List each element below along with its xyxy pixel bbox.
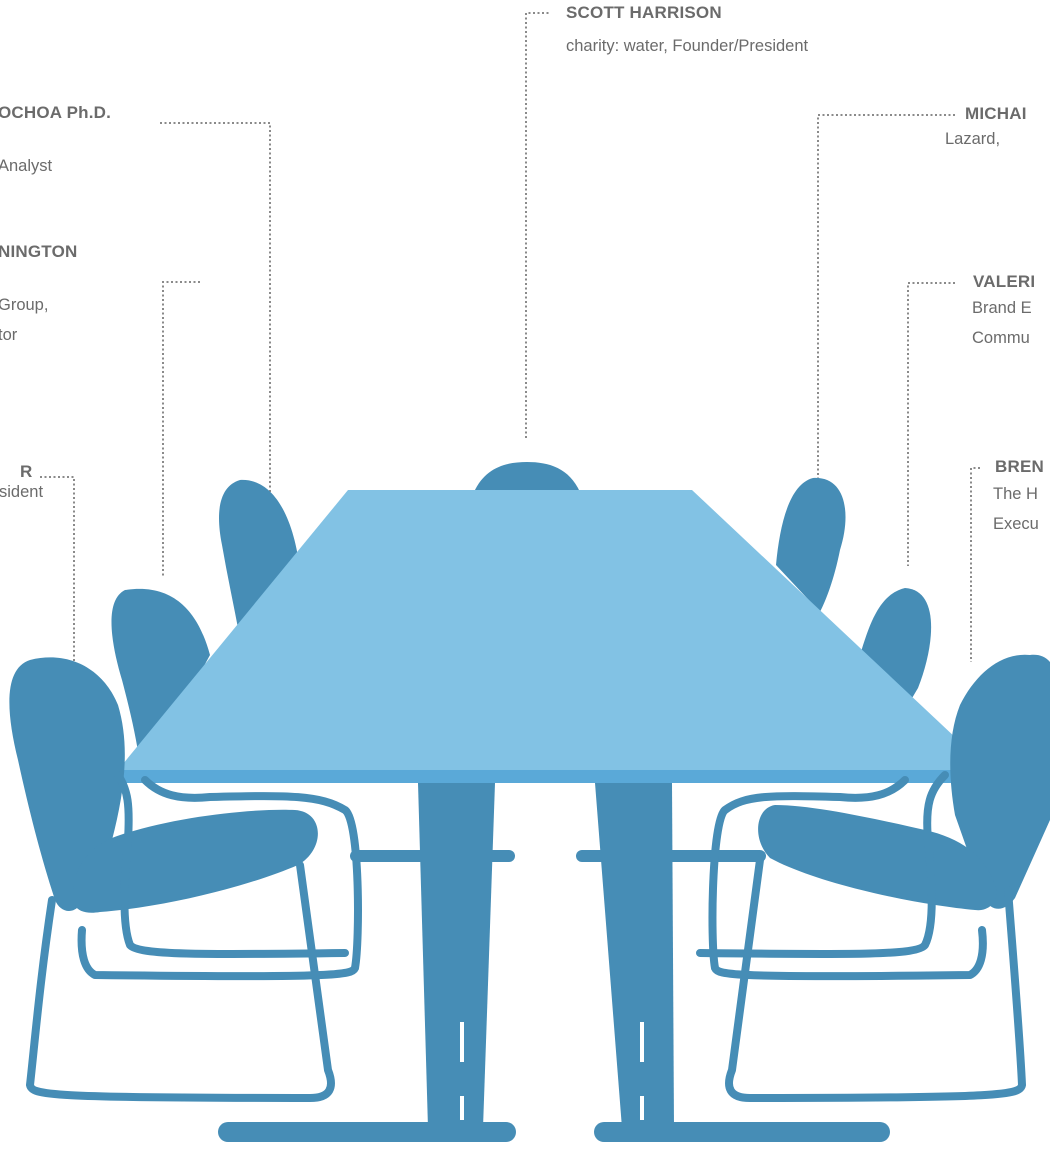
leader-line-r bbox=[40, 476, 75, 668]
role-line: The H bbox=[993, 485, 1038, 503]
leg-highlight-left-1 bbox=[460, 1022, 464, 1062]
role-line: charity: water, Founder/President bbox=[566, 37, 809, 55]
leader-line-nington bbox=[162, 281, 200, 577]
leader-lines bbox=[40, 12, 980, 668]
role-line: Lazard, bbox=[945, 130, 1001, 148]
table-edge bbox=[118, 770, 990, 783]
chair-front-left-rear-leg bbox=[26, 861, 335, 1102]
leader-line-brent bbox=[970, 467, 980, 662]
name-scott-harrison: SCOTT HARRISON bbox=[566, 3, 722, 22]
label-nington: NINGTON Group, tor bbox=[0, 242, 77, 350]
role-line: Group, bbox=[0, 296, 49, 314]
role-scott-harrison: charity: water, Founder/President bbox=[566, 31, 808, 61]
chair-front-right bbox=[696, 654, 1050, 1102]
name-ochoa: OCHOA Ph.D. bbox=[0, 103, 112, 122]
name-brent: BREN bbox=[995, 457, 1044, 476]
role-valerie: Brand E Commu bbox=[972, 293, 1032, 353]
role-line: Brand E bbox=[972, 299, 1032, 317]
table-top bbox=[118, 490, 990, 770]
role-line: sident bbox=[0, 483, 44, 501]
chair-front-left bbox=[9, 657, 362, 1102]
name-michael: MICHAI bbox=[965, 104, 1027, 123]
table-crossbar-right bbox=[576, 850, 766, 862]
name-r: R bbox=[20, 462, 33, 481]
role-brent: The H Execu bbox=[993, 479, 1039, 539]
chair-front-right-rear-leg bbox=[725, 856, 1026, 1102]
chair-front-right-front-leg bbox=[696, 771, 949, 959]
label-scott-harrison: SCOTT HARRISON charity: water, Founder/P… bbox=[566, 3, 808, 61]
label-michael-role: Lazard, bbox=[945, 116, 1000, 154]
role-line: Commu bbox=[972, 329, 1030, 347]
label-ochoa: OCHOA Ph.D. Analyst bbox=[0, 103, 111, 181]
role-line: Analyst bbox=[0, 157, 53, 175]
table-leg-right bbox=[595, 783, 674, 1128]
label-valerie: VALERI bbox=[973, 272, 1035, 292]
name-valerie: VALERI bbox=[973, 272, 1036, 291]
name-nington: NINGTON bbox=[0, 242, 78, 261]
chair-front-left-seat bbox=[73, 809, 318, 913]
table-base bbox=[218, 783, 890, 1142]
label-valerie-role: Brand E Commu bbox=[972, 285, 1032, 353]
role-line: tor bbox=[0, 326, 18, 344]
leader-line-valerie bbox=[907, 282, 955, 566]
chair-back-left-2 bbox=[111, 588, 210, 780]
chair-front-right-armrest bbox=[708, 776, 987, 981]
chair-back-left-3 bbox=[219, 479, 300, 650]
leg-highlight-right-1 bbox=[640, 1022, 644, 1062]
table-foot-right bbox=[594, 1122, 890, 1142]
table-crossbar-left bbox=[350, 850, 515, 862]
chair-front-right-back bbox=[950, 654, 1050, 909]
back-chairs bbox=[111, 462, 932, 780]
leg-highlight-left-2 bbox=[460, 1096, 464, 1120]
chair-back-center bbox=[474, 462, 580, 492]
table-leg-left bbox=[418, 783, 495, 1128]
role-r: sident bbox=[0, 477, 43, 507]
leader-line-michael bbox=[817, 114, 955, 497]
label-michael: MICHAI bbox=[965, 104, 1027, 124]
chair-front-right-seat bbox=[758, 805, 997, 911]
role-ochoa: Analyst bbox=[0, 151, 111, 181]
label-brent: BREN bbox=[995, 457, 1044, 477]
chair-back-right-3 bbox=[776, 477, 846, 612]
role-nington: Group, tor bbox=[0, 290, 77, 350]
role-michael: Lazard, bbox=[945, 124, 1000, 154]
chair-back-right-2 bbox=[860, 588, 932, 710]
role-line: Execu bbox=[993, 515, 1039, 533]
leg-highlight-right-2 bbox=[640, 1096, 644, 1120]
table-foot-left bbox=[218, 1122, 516, 1142]
label-r-role: sident bbox=[0, 469, 43, 507]
chair-front-left-armrest bbox=[77, 776, 362, 981]
label-brent-role: The H Execu bbox=[993, 471, 1039, 539]
leader-line-scott bbox=[525, 12, 550, 438]
leader-line-ochoa bbox=[160, 122, 271, 498]
chair-front-left-front-leg bbox=[114, 771, 349, 959]
label-r: R bbox=[20, 462, 32, 482]
